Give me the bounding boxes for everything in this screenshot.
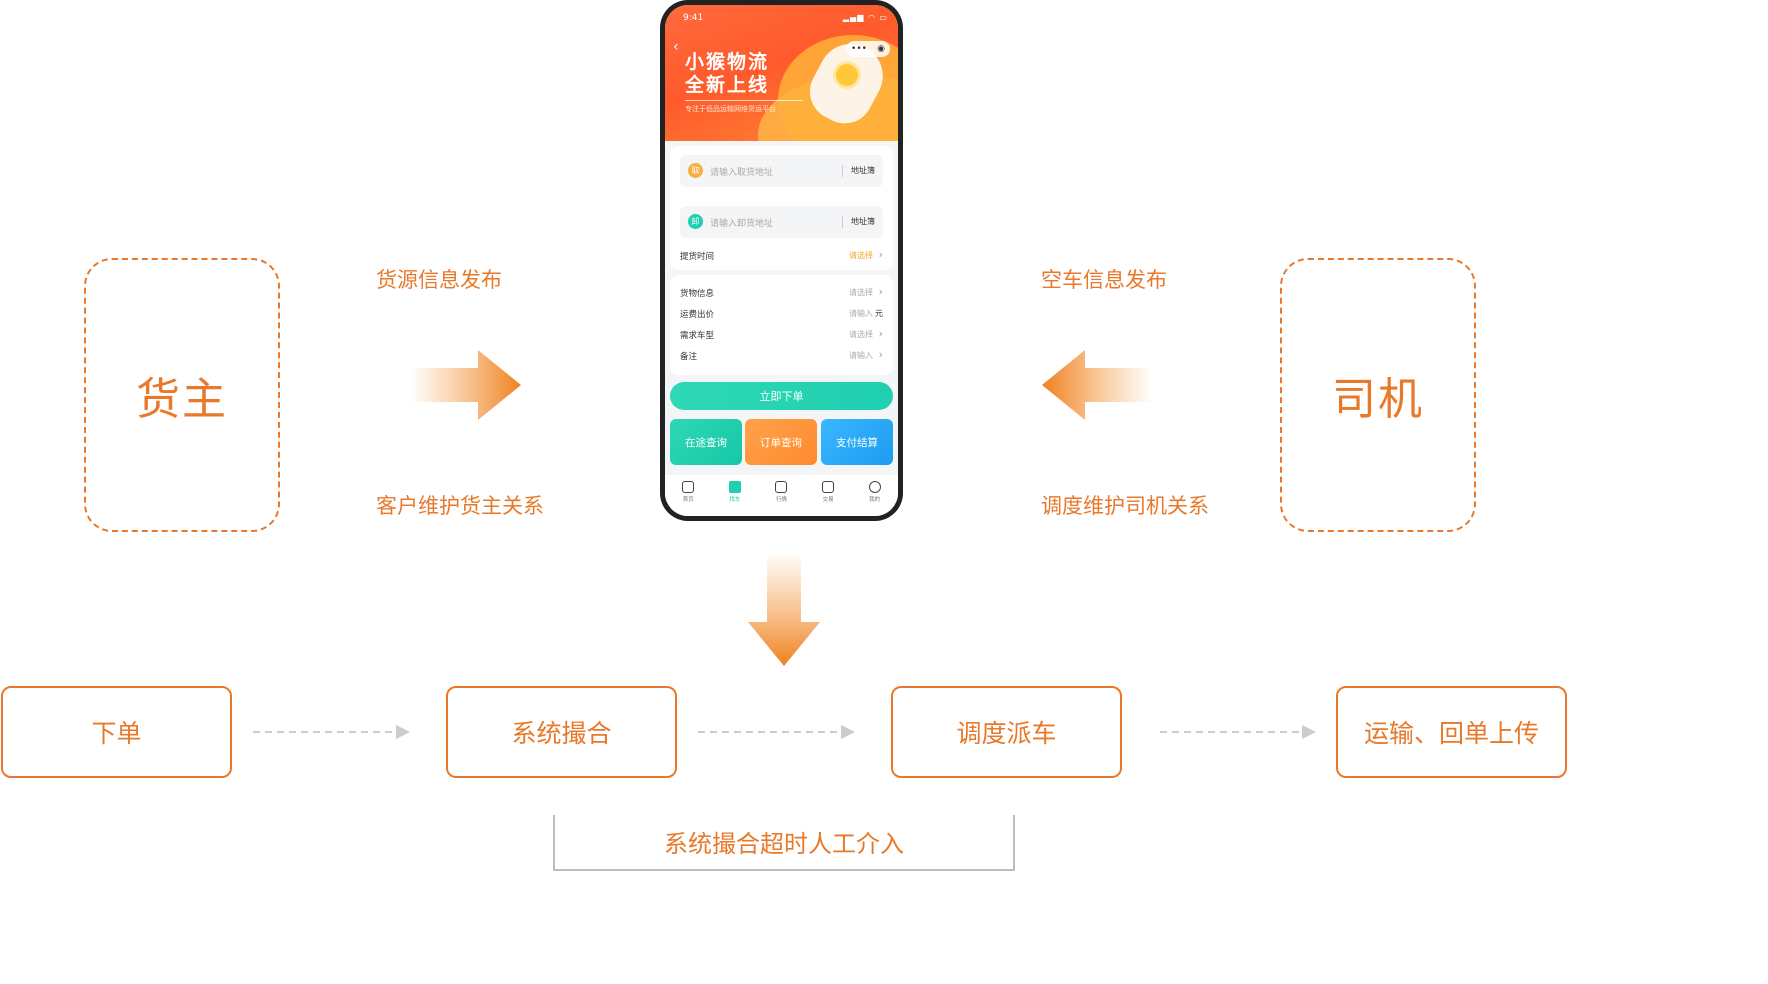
vehicle-type-label: 需求车型 xyxy=(680,331,715,341)
unload-icon: 卸 xyxy=(688,214,703,229)
payment-settlement-tile[interactable]: 支付结算 xyxy=(821,419,893,465)
more-icon[interactable]: ••• xyxy=(851,44,867,54)
hero-banner: 9:41 ▂▄▆ ◠ ▭ ‹ ••• ◉ 小猴物流 全新上线 专注于低品运输网络… xyxy=(665,5,898,141)
cargo-info-row[interactable]: 货物信息 请选择 › xyxy=(680,285,883,301)
pickup-placeholder: 请输入取货地址 xyxy=(710,168,774,178)
tab-mine[interactable]: 我的 xyxy=(855,481,895,503)
tab-label: 交易 xyxy=(822,497,834,503)
driver-label: 司机 xyxy=(1332,374,1424,425)
trade-icon xyxy=(822,481,835,493)
pickup-address-field[interactable]: 取 请输入取货地址 地址簿 xyxy=(680,155,883,187)
vehicle-type-value: 请选择 xyxy=(849,330,873,339)
tab-home[interactable]: 首页 xyxy=(668,481,708,503)
back-icon[interactable]: ‹ xyxy=(673,39,679,55)
step-order: 下单 xyxy=(1,686,232,778)
left-arrow xyxy=(1042,350,1153,420)
unload-address-field[interactable]: 卸 请输入卸货地址 地址簿 xyxy=(680,206,883,238)
signal-wifi-battery-icon: ▂▄▆ ◠ ▭ xyxy=(842,13,888,22)
unload-address-book-link[interactable]: 地址簿 xyxy=(851,217,875,226)
dashed-connector-3 xyxy=(1160,725,1316,739)
remark-label: 备注 xyxy=(680,352,698,362)
shipper-relation-label: 客户维护货主关系 xyxy=(376,494,544,518)
tab-label: 我的 xyxy=(869,497,881,503)
step-matching: 系统撮合 xyxy=(446,686,677,778)
address-card: 取 请输入取货地址 地址簿 卸 请输入卸货地址 地址簿 提货时间 请选择 › xyxy=(670,146,893,270)
hero-title-line2: 全新上线 xyxy=(685,74,770,96)
cargo-info-value: 请选择 xyxy=(849,288,873,297)
chevron-right-icon: › xyxy=(878,285,883,298)
pickup-time-row[interactable]: 提货时间 请选择 › xyxy=(680,248,883,264)
order-now-button[interactable]: 立即下单 xyxy=(670,382,893,410)
chevron-right-icon: › xyxy=(878,327,883,340)
remark-value: 请输入 xyxy=(849,351,873,360)
supply-info-label: 货源信息发布 xyxy=(376,268,502,292)
phone-mockup: 9:41 ▂▄▆ ◠ ▭ ‹ ••• ◉ 小猴物流 全新上线 专注于低品运输网络… xyxy=(660,0,903,521)
empty-truck-label: 空车信息发布 xyxy=(1041,268,1167,292)
pickup-time-value: 请选择 xyxy=(849,251,873,260)
unload-placeholder: 请输入卸货地址 xyxy=(710,219,774,229)
freight-row[interactable]: 运费出价 请输入 元 xyxy=(680,306,883,322)
remark-row[interactable]: 备注 请输入 › xyxy=(680,348,883,364)
freight-label: 运费出价 xyxy=(680,310,715,320)
status-time: 9:41 xyxy=(683,13,704,23)
close-target-icon[interactable]: ◉ xyxy=(877,44,885,54)
tab-label: 行情 xyxy=(775,497,787,503)
freight-value: 请输入 xyxy=(849,309,873,318)
hero-subtitle: 专注于低品运输网络货运平台 xyxy=(685,105,776,113)
manual-intervention-bracket xyxy=(553,815,1015,871)
right-arrow xyxy=(410,350,521,420)
chevron-right-icon: › xyxy=(878,248,883,261)
order-query-tile[interactable]: 订单查询 xyxy=(745,419,817,465)
freight-unit: 元 xyxy=(875,309,883,318)
pickup-time-label: 提货时间 xyxy=(680,252,715,262)
rocket-window-icon xyxy=(833,61,861,89)
tab-market[interactable]: 行情 xyxy=(761,481,801,503)
tab-trade[interactable]: 交易 xyxy=(808,481,848,503)
hero-title-line1: 小猴物流 xyxy=(685,51,770,73)
shipper-box: 货主 xyxy=(84,258,280,532)
in-transit-query-tile[interactable]: 在途查询 xyxy=(670,419,742,465)
tab-label: 找车 xyxy=(729,497,741,503)
down-arrow xyxy=(748,556,820,666)
step-label: 调度派车 xyxy=(956,719,1057,748)
truck-icon xyxy=(728,481,741,493)
dashed-connector-1 xyxy=(253,725,410,739)
home-icon xyxy=(682,481,695,493)
hero-title: 小猴物流 全新上线 xyxy=(685,51,769,97)
dashed-connector-2 xyxy=(698,725,855,739)
step-label: 下单 xyxy=(91,719,142,748)
pickup-icon: 取 xyxy=(688,163,703,178)
chart-icon xyxy=(775,481,788,493)
tab-bar: 首页 找车 行情 交易 我的 xyxy=(665,475,898,516)
vehicle-type-row[interactable]: 需求车型 请选择 › xyxy=(680,327,883,343)
user-icon xyxy=(868,481,881,493)
tab-find-truck[interactable]: 找车 xyxy=(715,481,755,503)
step-label: 系统撮合 xyxy=(511,719,612,748)
tab-label: 首页 xyxy=(682,497,694,503)
details-card: 货物信息 请选择 › 运费出价 请输入 元 需求车型 请选择 › 备注 请输入 … xyxy=(670,275,893,375)
pickup-address-book-link[interactable]: 地址簿 xyxy=(851,166,875,175)
manual-intervention-label: 系统撮合超时人工介入 xyxy=(664,830,904,858)
cargo-info-label: 货物信息 xyxy=(680,289,715,299)
phone-screen: 9:41 ▂▄▆ ◠ ▭ ‹ ••• ◉ 小猴物流 全新上线 专注于低品运输网络… xyxy=(665,5,898,516)
driver-box: 司机 xyxy=(1280,258,1476,532)
chevron-right-icon: › xyxy=(878,348,883,361)
step-label: 运输、回单上传 xyxy=(1363,719,1539,748)
driver-relation-label: 调度维护司机关系 xyxy=(1041,494,1209,518)
shipper-label: 货主 xyxy=(136,374,228,425)
step-transport: 运输、回单上传 xyxy=(1336,686,1567,778)
step-dispatch: 调度派车 xyxy=(891,686,1122,778)
mini-program-capsule[interactable]: ••• ◉ xyxy=(846,41,890,57)
